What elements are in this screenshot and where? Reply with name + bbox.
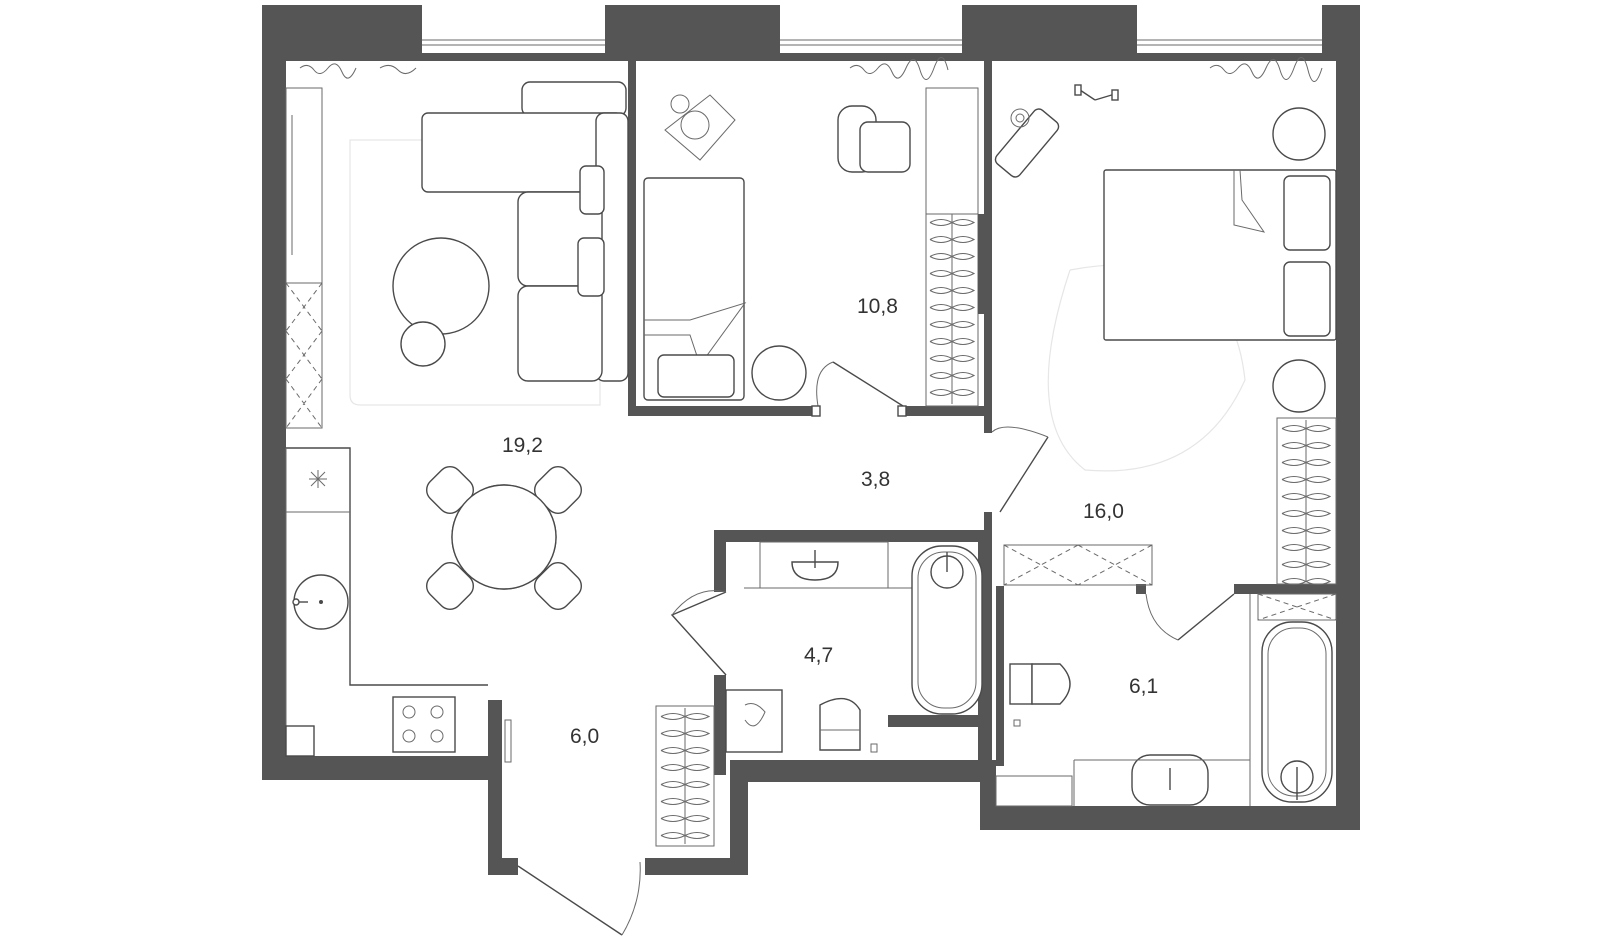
area-bedroom-small: 10,8 [857, 295, 898, 318]
desk-chair [837, 105, 911, 173]
area-hall: 6,0 [570, 725, 599, 748]
area-bathroom-2: 6,1 [1129, 675, 1158, 698]
wardrobe-hangers [1281, 420, 1332, 585]
sink-1 [791, 550, 839, 581]
toilet-1 [819, 697, 861, 751]
toilet-2 [1009, 663, 1071, 705]
entrance-door[interactable] [504, 719, 641, 936]
wardrobe-hangers [660, 708, 711, 844]
area-bathroom-1: 4,7 [804, 644, 833, 667]
bathroom-2 [995, 593, 1337, 807]
coffee-table [392, 237, 490, 335]
side-table [400, 321, 446, 367]
dining-table [425, 465, 583, 611]
bathtub-2 [1249, 594, 1333, 806]
exterior-walls [262, 5, 1360, 875]
area-labels: 19,2 10,8 3,8 16,0 4,7 6,0 6,1 [502, 295, 1158, 748]
area-living-kitchen: 19,2 [502, 434, 543, 457]
wardrobe-hangers [929, 214, 976, 404]
bathtub-1 [911, 545, 983, 715]
sofa [421, 81, 629, 382]
bedroom-master [991, 84, 1337, 586]
interior-walls [628, 61, 1336, 780]
bedroom-small [643, 87, 986, 417]
dumbbells-icon [1074, 84, 1119, 101]
sink-2 [1131, 754, 1209, 806]
living-kitchen [285, 81, 629, 757]
washing-machine [725, 689, 783, 753]
kitchen-sink [292, 574, 349, 630]
windows [422, 39, 1322, 46]
hob [392, 696, 456, 753]
bathroom-1 [655, 541, 983, 847]
rocking-chair [664, 94, 736, 161]
curtains [299, 57, 1323, 82]
hood-icon [309, 470, 327, 488]
area-bedroom-master: 16,0 [1083, 500, 1124, 523]
area-corridor: 3,8 [861, 468, 890, 491]
exercise-bench [994, 108, 1060, 178]
